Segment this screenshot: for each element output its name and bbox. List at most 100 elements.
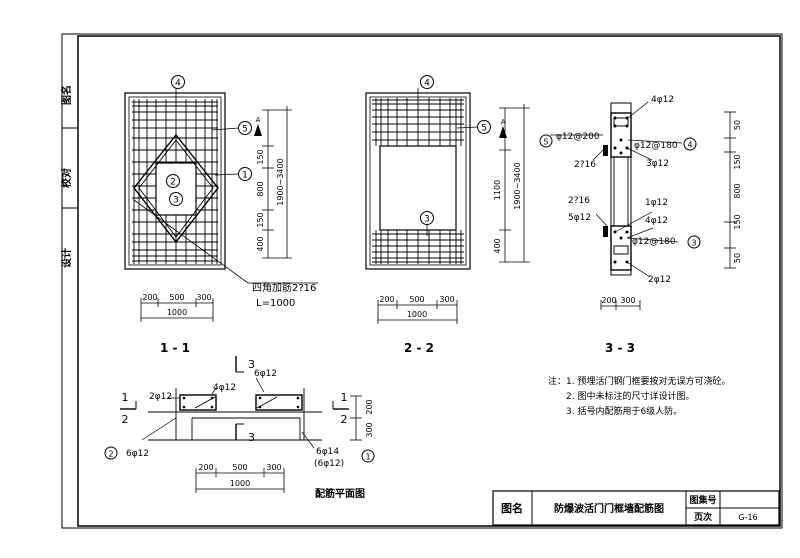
marker-1-1-1 xyxy=(238,167,252,181)
svg-text:φ12@180: φ12@180 xyxy=(634,141,678,151)
svg-text:2: 2 xyxy=(108,450,113,459)
svg-text:1000: 1000 xyxy=(230,479,250,488)
marker-4-1-1 xyxy=(171,75,185,89)
page-label: 页次 xyxy=(694,511,712,523)
svg-text:1: 1 xyxy=(365,453,370,462)
svg-text:1900~3400: 1900~3400 xyxy=(276,158,285,205)
svg-text:300: 300 xyxy=(196,293,211,302)
marker-3-3-3 xyxy=(687,235,701,249)
marker-5-3-3 xyxy=(539,134,553,148)
atlas-label: 图集号 xyxy=(689,494,716,506)
view-3-3: 4φ12 5 φ12@200 φ12@180 4 2?16 3φ12 2?16 … xyxy=(539,95,742,355)
svg-text:5: 5 xyxy=(543,138,548,147)
page-value: G-16 xyxy=(738,513,757,522)
marker-5-2-2 xyxy=(477,120,491,134)
svg-text:50: 50 xyxy=(733,253,742,263)
svg-text:200: 200 xyxy=(601,296,616,305)
svg-text:500: 500 xyxy=(169,293,184,302)
view-1-1: 4 5 1 2 3 A 150 800 150 400 1900~3400 四角… xyxy=(124,75,318,355)
diagonal-bars-1-1 xyxy=(133,133,219,244)
note-2: 2. 图中未标注的尺寸详设计图。 xyxy=(566,390,694,402)
svg-text:800: 800 xyxy=(733,183,742,198)
svg-text:1900~3400: 1900~3400 xyxy=(513,162,522,209)
dims-vertical-3-3 xyxy=(724,111,736,269)
view-title-2-2: 2 - 2 xyxy=(404,341,434,355)
svg-text:4φ12: 4φ12 xyxy=(651,95,674,105)
svg-text:500: 500 xyxy=(232,463,247,472)
svg-text:1000: 1000 xyxy=(407,310,427,319)
marker-2-1-1 xyxy=(166,174,180,188)
marker-4-3-3 xyxy=(683,137,697,151)
rebar-top-2-2 xyxy=(372,98,464,146)
view-2-2: 4 5 3 A 1100 400 1900~3400 200 500 xyxy=(365,75,530,355)
title-block-label: 图名 xyxy=(501,501,523,515)
view-title-3-3: 3 - 3 xyxy=(605,341,635,355)
marker-3-1-1 xyxy=(169,192,183,206)
svg-text:1000: 1000 xyxy=(167,308,187,317)
svg-text:300: 300 xyxy=(620,296,635,305)
marker-2-plan xyxy=(104,446,118,460)
svg-text:200: 200 xyxy=(198,463,213,472)
svg-text:1: 1 xyxy=(341,391,348,404)
side-label-check: 校对 xyxy=(60,168,73,188)
svg-text:150: 150 xyxy=(256,212,265,227)
plan-title: 配筋平面图 xyxy=(315,487,365,500)
svg-text:3: 3 xyxy=(424,215,430,225)
svg-text:800: 800 xyxy=(256,181,265,196)
svg-text:300: 300 xyxy=(266,463,281,472)
svg-text:2: 2 xyxy=(341,413,348,426)
rebar-dots-3-3 xyxy=(613,116,629,264)
svg-text:150: 150 xyxy=(733,214,742,229)
svg-text:1φ12: 1φ12 xyxy=(645,198,668,208)
svg-text:2: 2 xyxy=(122,413,129,426)
svg-text:2: 2 xyxy=(170,178,176,188)
svg-text:3: 3 xyxy=(173,196,179,206)
dims-vertical-1-1 xyxy=(262,106,292,259)
side-label-name: 图名 xyxy=(60,85,73,105)
svg-text:5φ12: 5φ12 xyxy=(568,213,591,223)
svg-text:150: 150 xyxy=(256,149,265,164)
outer-frame xyxy=(61,33,783,529)
dim-arrow-1-1 xyxy=(254,124,262,136)
svg-text:1100: 1100 xyxy=(493,180,502,200)
svg-text:6φ12: 6φ12 xyxy=(126,449,149,459)
svg-text:2?16: 2?16 xyxy=(568,196,590,206)
svg-text:200: 200 xyxy=(379,295,394,304)
marker-5-1-1 xyxy=(238,121,252,135)
svg-text:3φ12: 3φ12 xyxy=(646,159,669,169)
door-opening-1-1 xyxy=(155,162,197,216)
svg-text:200: 200 xyxy=(142,293,157,302)
svg-text:6φ14: 6φ14 xyxy=(316,447,339,457)
marker-4-2-2 xyxy=(420,75,434,89)
svg-text:2φ12: 2φ12 xyxy=(149,392,172,402)
svg-text:φ12@180: φ12@180 xyxy=(632,237,676,247)
svg-text:3: 3 xyxy=(248,358,255,371)
door-opening-2-2 xyxy=(379,145,457,231)
marker-3-2-2 xyxy=(420,211,434,225)
side-label-design: 设计 xyxy=(60,248,73,268)
svg-text:400: 400 xyxy=(493,238,502,253)
general-notes: 注： 1. 预埋活门钢门框要按对无误方可浇砼。 2. 图中未标注的尺寸详设计图。… xyxy=(548,375,730,417)
dims-bottom-3-3 xyxy=(600,300,641,310)
svg-text:A: A xyxy=(256,116,261,124)
svg-text:(6φ12): (6φ12) xyxy=(314,459,344,469)
svg-text:4: 4 xyxy=(424,79,430,89)
svg-text:5: 5 xyxy=(481,124,487,134)
svg-text:300: 300 xyxy=(365,422,374,437)
rebar-bottom-2-2 xyxy=(372,230,464,264)
svg-text:5: 5 xyxy=(242,125,248,135)
svg-text:2?16: 2?16 xyxy=(574,160,596,170)
leaders-3-3 xyxy=(550,101,683,278)
svg-text:150: 150 xyxy=(733,154,742,169)
marker-1-plan xyxy=(361,449,375,463)
view-title-1-1: 1 - 1 xyxy=(160,341,190,355)
dims-bottom-2-2 xyxy=(377,300,458,324)
svg-text:四角加筋2?16: 四角加筋2?16 xyxy=(252,281,316,294)
note-1: 1. 预埋活门钢门框要按对无误方可浇砼。 xyxy=(566,375,730,387)
title-block: 图名 防爆波活门门框墙配筋图 图集号 页次 G-16 xyxy=(492,490,780,526)
drawing-title: 防爆波活门门框墙配筋图 xyxy=(554,502,664,515)
svg-text:1: 1 xyxy=(122,391,129,404)
notes-lead: 注： xyxy=(548,375,566,387)
svg-text:200: 200 xyxy=(365,399,374,414)
